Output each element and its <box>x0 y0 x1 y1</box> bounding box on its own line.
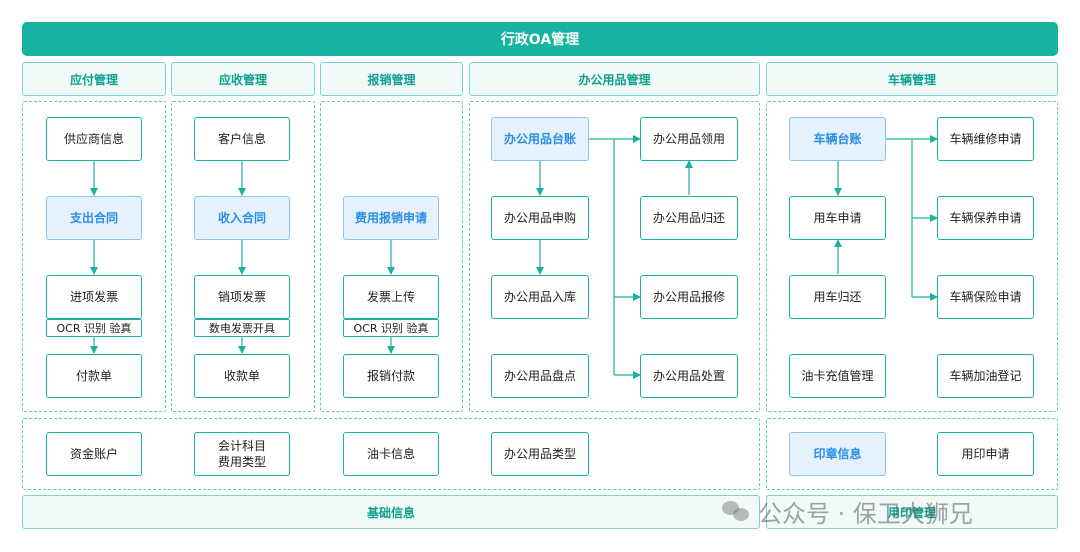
box-payment-order: 付款单 <box>46 354 142 398</box>
box-vehicle-return: 用车归还 <box>789 275 886 319</box>
box-office-supplies-use: 办公用品领用 <box>640 117 738 161</box>
box-office-supplies-type: 办公用品类型 <box>491 432 589 476</box>
box-fuel-card-info: 油卡信息 <box>343 432 439 476</box>
box-vehicle-maintenance-apply: 车辆维修申请 <box>937 117 1034 161</box>
box-fund-account: 资金账户 <box>46 432 142 476</box>
header-reimburse: 报销管理 <box>320 62 463 96</box>
box-office-supplies-inventory: 办公用品盘点 <box>491 354 589 398</box>
box-expense-reimbursement-apply: 费用报销申请 <box>343 196 439 240</box>
page-title: 行政OA管理 <box>22 22 1058 56</box>
box-supplier-info: 供应商信息 <box>46 117 142 161</box>
wechat-icon <box>722 499 752 523</box>
box-receipt-order: 收款单 <box>194 354 290 398</box>
panel-payable <box>22 101 166 412</box>
box-fuel-card-recharge: 油卡充值管理 <box>789 354 886 398</box>
box-vehicle-care-apply: 车辆保养申请 <box>937 196 1034 240</box>
header-vehicle: 车辆管理 <box>766 62 1058 96</box>
panel-receivable <box>171 101 315 412</box>
box-ocr-verify-payable: OCR 识别 验真 <box>46 319 142 337</box>
box-office-supplies-repair: 办公用品报修 <box>640 275 738 319</box>
box-input-invoice: 进项发票 <box>46 275 142 319</box>
footer-basic-info: 基础信息 <box>22 495 760 529</box>
box-einvoice-issue: 数电发票开具 <box>194 319 290 337</box>
footer-seal-management: 用印管理 <box>766 495 1058 529</box>
box-office-supplies-purchase: 办公用品申购 <box>491 196 589 240</box>
header-payable: 应付管理 <box>22 62 166 96</box>
header-office: 办公用品管理 <box>469 62 760 96</box>
panel-vehicle <box>766 101 1058 412</box>
panel-reimburse <box>320 101 463 412</box>
box-office-supplies-stockin: 办公用品入库 <box>491 275 589 319</box>
box-invoice-upload: 发票上传 <box>343 275 439 319</box>
box-vehicle-ledger: 车辆台账 <box>789 117 886 161</box>
box-vehicle-refuel-register: 车辆加油登记 <box>937 354 1034 398</box>
box-income-contract: 收入合同 <box>194 196 290 240</box>
box-output-invoice: 销项发票 <box>194 275 290 319</box>
panel-seal <box>766 418 1058 490</box>
box-vehicle-use-apply: 用车申请 <box>789 196 886 240</box>
watermark-text: 公众号 · 保卫大狮兄 <box>758 499 973 528</box>
box-seal-use-apply: 用印申请 <box>937 432 1034 476</box>
box-reimbursement-payment: 报销付款 <box>343 354 439 398</box>
accounting-subject-line1: 会计科目 <box>217 439 266 453</box>
box-seal-info: 印章信息 <box>789 432 886 476</box>
header-receivable: 应收管理 <box>171 62 315 96</box>
box-accounting-subject: 会计科目 费用类型 <box>194 432 290 476</box>
watermark: 公众号 · 保卫大狮兄 <box>722 494 973 528</box>
panel-office <box>469 101 760 412</box>
box-vehicle-insurance-apply: 车辆保险申请 <box>937 275 1034 319</box>
box-office-supplies-return: 办公用品归还 <box>640 196 738 240</box>
box-ocr-verify-reimburse: OCR 识别 验真 <box>343 319 439 337</box>
box-office-supplies-dispose: 办公用品处置 <box>640 354 738 398</box>
box-expense-contract: 支出合同 <box>46 196 142 240</box>
panel-basic <box>22 418 760 490</box>
box-customer-info: 客户信息 <box>194 117 290 161</box>
expense-type-line2: 费用类型 <box>217 455 266 469</box>
box-office-supplies-ledger: 办公用品台账 <box>491 117 589 161</box>
